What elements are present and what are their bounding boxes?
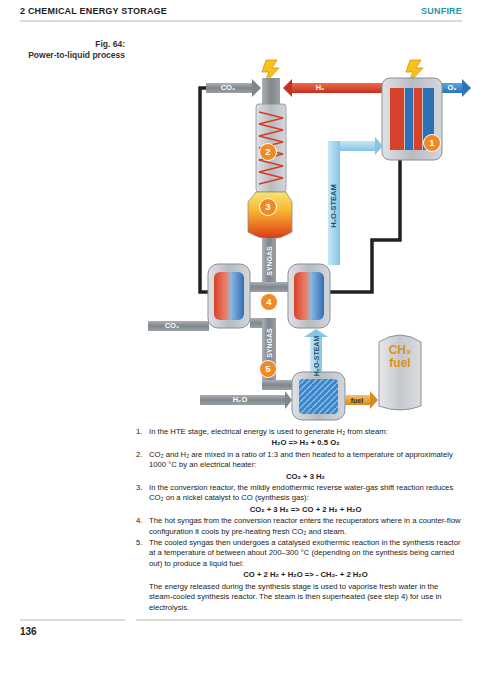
callout-number: 5 <box>260 361 276 377</box>
pipe-label: SYNGAS <box>266 246 273 276</box>
step-number: 4. <box>136 516 142 526</box>
callout-number: 1 <box>424 135 440 151</box>
syngas-pipe <box>262 238 276 288</box>
pipe-label: fuel <box>351 397 363 404</box>
step-number: 1. <box>136 427 142 437</box>
oxygen-pipe <box>442 79 471 97</box>
conversion-reactor <box>248 78 292 239</box>
electrolyser <box>405 88 413 150</box>
fuel-pipe <box>370 391 378 409</box>
pipe-label: O₂ <box>447 84 456 92</box>
equation: CO₂ + 3 H₂ => CO + 2 H₂ + H₂O <box>149 505 462 515</box>
pipe-label: H₂ <box>316 84 325 92</box>
electrolyser <box>414 88 422 150</box>
synthesis-reactor <box>299 379 338 414</box>
equation: CO + 2 H₂ + H₂O => - CH₂- + 2 H₂O <box>149 570 462 580</box>
pipe-label: H₂O-STEAM <box>330 184 338 227</box>
conversion-reactor <box>256 104 286 192</box>
co2-pipe <box>206 83 252 93</box>
pipe-label: CO₂ <box>165 322 180 330</box>
step-text: The hot syngas from the conversion react… <box>149 516 462 537</box>
running-header: 2 CHEMICAL ENERGY STORAGE <box>20 7 167 16</box>
fuel-pipe <box>345 391 378 409</box>
step-text: In the conversion reactor, the mildly en… <box>149 483 462 504</box>
list-item: 3. In the conversion reactor, the mildly … <box>136 483 462 504</box>
hydrogen-pipe <box>292 83 382 93</box>
equation: H₂O => H₂ + 0.5 O₂ <box>149 438 462 448</box>
steam-pipe <box>375 137 383 155</box>
synthesis-reactor <box>292 372 345 420</box>
step-text: CO₂ and H₂ are mixed in a ratio of 1:3 a… <box>149 450 462 471</box>
co2-pipe <box>252 79 261 97</box>
syngas-pipe <box>250 282 288 292</box>
equation: CO₂ + 3 H₂ <box>149 472 462 482</box>
step-number: 3. <box>136 483 142 493</box>
electrolyser <box>390 88 404 150</box>
brand-name: SUNFIRE <box>421 7 462 16</box>
syngas-pipe <box>262 318 276 390</box>
page-number: 136 <box>20 627 37 637</box>
fuel-pipe <box>345 395 371 405</box>
tank-outline <box>378 330 422 412</box>
conversion-reactor <box>248 192 292 239</box>
pipe-label: CO₂ <box>221 84 236 92</box>
return-pipe <box>200 88 400 292</box>
syngas-pipe <box>250 238 292 390</box>
page-rules <box>20 21 462 620</box>
return-pipe <box>330 160 400 292</box>
step-number: 2. <box>136 450 142 460</box>
figure-number: Fig. 64: <box>95 40 125 49</box>
list-item: 1. In the HTE stage, electrical energy is… <box>136 427 462 437</box>
tank-label: CH₂ fuel <box>385 344 415 370</box>
storage-tank: CH₂ fuel <box>378 330 422 412</box>
steam-pipe <box>310 336 322 376</box>
page-rules <box>20 620 125 621</box>
page-rules <box>136 620 462 621</box>
step-text: The cooled syngas then undergoes a catal… <box>149 538 462 569</box>
note-text: The energy released during the synthesis… <box>149 582 462 613</box>
oxygen-pipe <box>442 83 462 93</box>
pipe-label: H₂O <box>233 396 248 404</box>
co2-pipe <box>148 79 261 331</box>
callout-number: 2 <box>260 144 276 160</box>
return-pipe <box>200 88 209 292</box>
figure-caption: Power-to-liquid process <box>28 51 125 60</box>
hydrogen-pipe <box>283 79 292 97</box>
pipe-label: SYNGAS <box>266 328 273 358</box>
recuperator <box>288 264 330 328</box>
recuperator <box>208 264 250 328</box>
oxygen-pipe <box>462 79 471 97</box>
step-list: 1. In the HTE stage, electrical energy is… <box>136 427 462 613</box>
synthesis-reactor <box>292 372 345 420</box>
recuperator <box>214 272 244 320</box>
hydrogen-pipe <box>283 79 382 97</box>
recuperator <box>294 272 324 320</box>
steam-pipe <box>304 137 383 376</box>
electrolyser <box>382 78 442 160</box>
steam-pipe <box>328 141 340 265</box>
conversion-reactor <box>259 112 283 184</box>
callout-number: 4 <box>261 294 277 310</box>
page-rules <box>20 21 462 22</box>
tank-outline <box>379 335 421 410</box>
syngas-pipe <box>262 380 292 390</box>
co2-pipe <box>148 321 209 331</box>
list-item: 4. The hot syngas from the conversion rea… <box>136 516 462 537</box>
list-item: 5. The cooled syngas then undergoes a cat… <box>136 538 462 569</box>
water-pipe <box>200 395 286 405</box>
electrolyser <box>382 78 442 160</box>
callout-number: 3 <box>260 199 276 215</box>
water-pipe <box>285 391 292 409</box>
list-item: 2. CO₂ and H₂ are mixed in a ratio of 1:3… <box>136 450 462 471</box>
step-number: 5. <box>136 538 142 548</box>
conversion-reactor <box>262 78 280 106</box>
pipe-label: H₂O-STEAM <box>313 336 320 376</box>
water-pipe <box>200 391 292 409</box>
step-text: In the HTE stage, electrical energy is u… <box>149 427 462 437</box>
